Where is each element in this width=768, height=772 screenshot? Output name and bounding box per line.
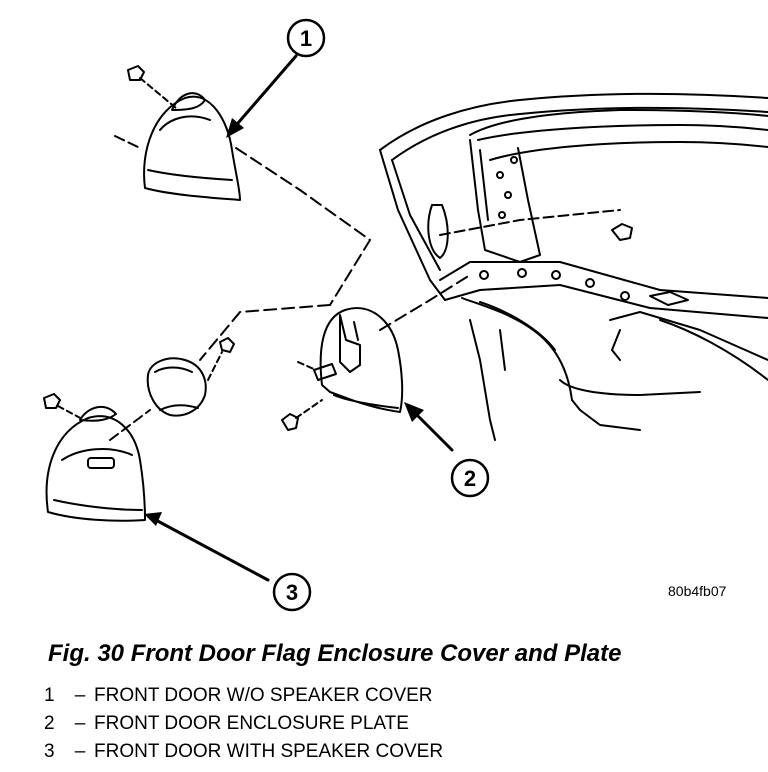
- cover-with-speaker: [43, 393, 151, 522]
- legend-text: FRONT DOOR WITH SPEAKER COVER: [94, 741, 444, 762]
- callout-label-3: 3: [286, 580, 298, 605]
- callout-label-1: 1: [300, 26, 312, 51]
- callout-circle-3: [272, 572, 312, 612]
- legend-dash: –: [74, 713, 86, 734]
- legend-number: 1: [44, 685, 55, 706]
- callout-label-2: 2: [464, 466, 476, 491]
- legend-number: 3: [44, 741, 55, 762]
- legend-item: 2–FRONT DOOR ENCLOSURE PLATE: [44, 710, 443, 738]
- figure-caption: Fig. 30 Front Door Flag Enclosure Cover …: [48, 640, 622, 667]
- legend-dash: –: [74, 741, 86, 762]
- legend-dash: –: [74, 685, 86, 706]
- callout-arrowhead-2: [404, 402, 424, 422]
- callout-arrowhead-1: [226, 118, 244, 138]
- callout-arrowhead-3: [144, 512, 162, 526]
- figure-code: 80b4fb07: [668, 583, 727, 599]
- legend-text: FRONT DOOR ENCLOSURE PLATE: [94, 713, 409, 734]
- speaker: [146, 337, 235, 417]
- legend-text: FRONT DOOR W/O SPEAKER COVER: [94, 685, 433, 706]
- callout-circle-1: [286, 18, 326, 58]
- cover-without-speaker: [114, 65, 371, 306]
- legend-item: 1–FRONT DOOR W/O SPEAKER COVER: [44, 682, 443, 710]
- legend-item: 3–FRONT DOOR WITH SPEAKER COVER: [44, 738, 443, 766]
- legend-number: 2: [44, 713, 55, 734]
- enclosure-plate: [199, 274, 471, 431]
- door-frame-structure: [379, 92, 768, 441]
- callout-circle-2: [450, 458, 490, 498]
- legend-list: 1–FRONT DOOR W/O SPEAKER COVER 2–FRONT D…: [44, 682, 443, 766]
- callout-leaders: [150, 54, 454, 582]
